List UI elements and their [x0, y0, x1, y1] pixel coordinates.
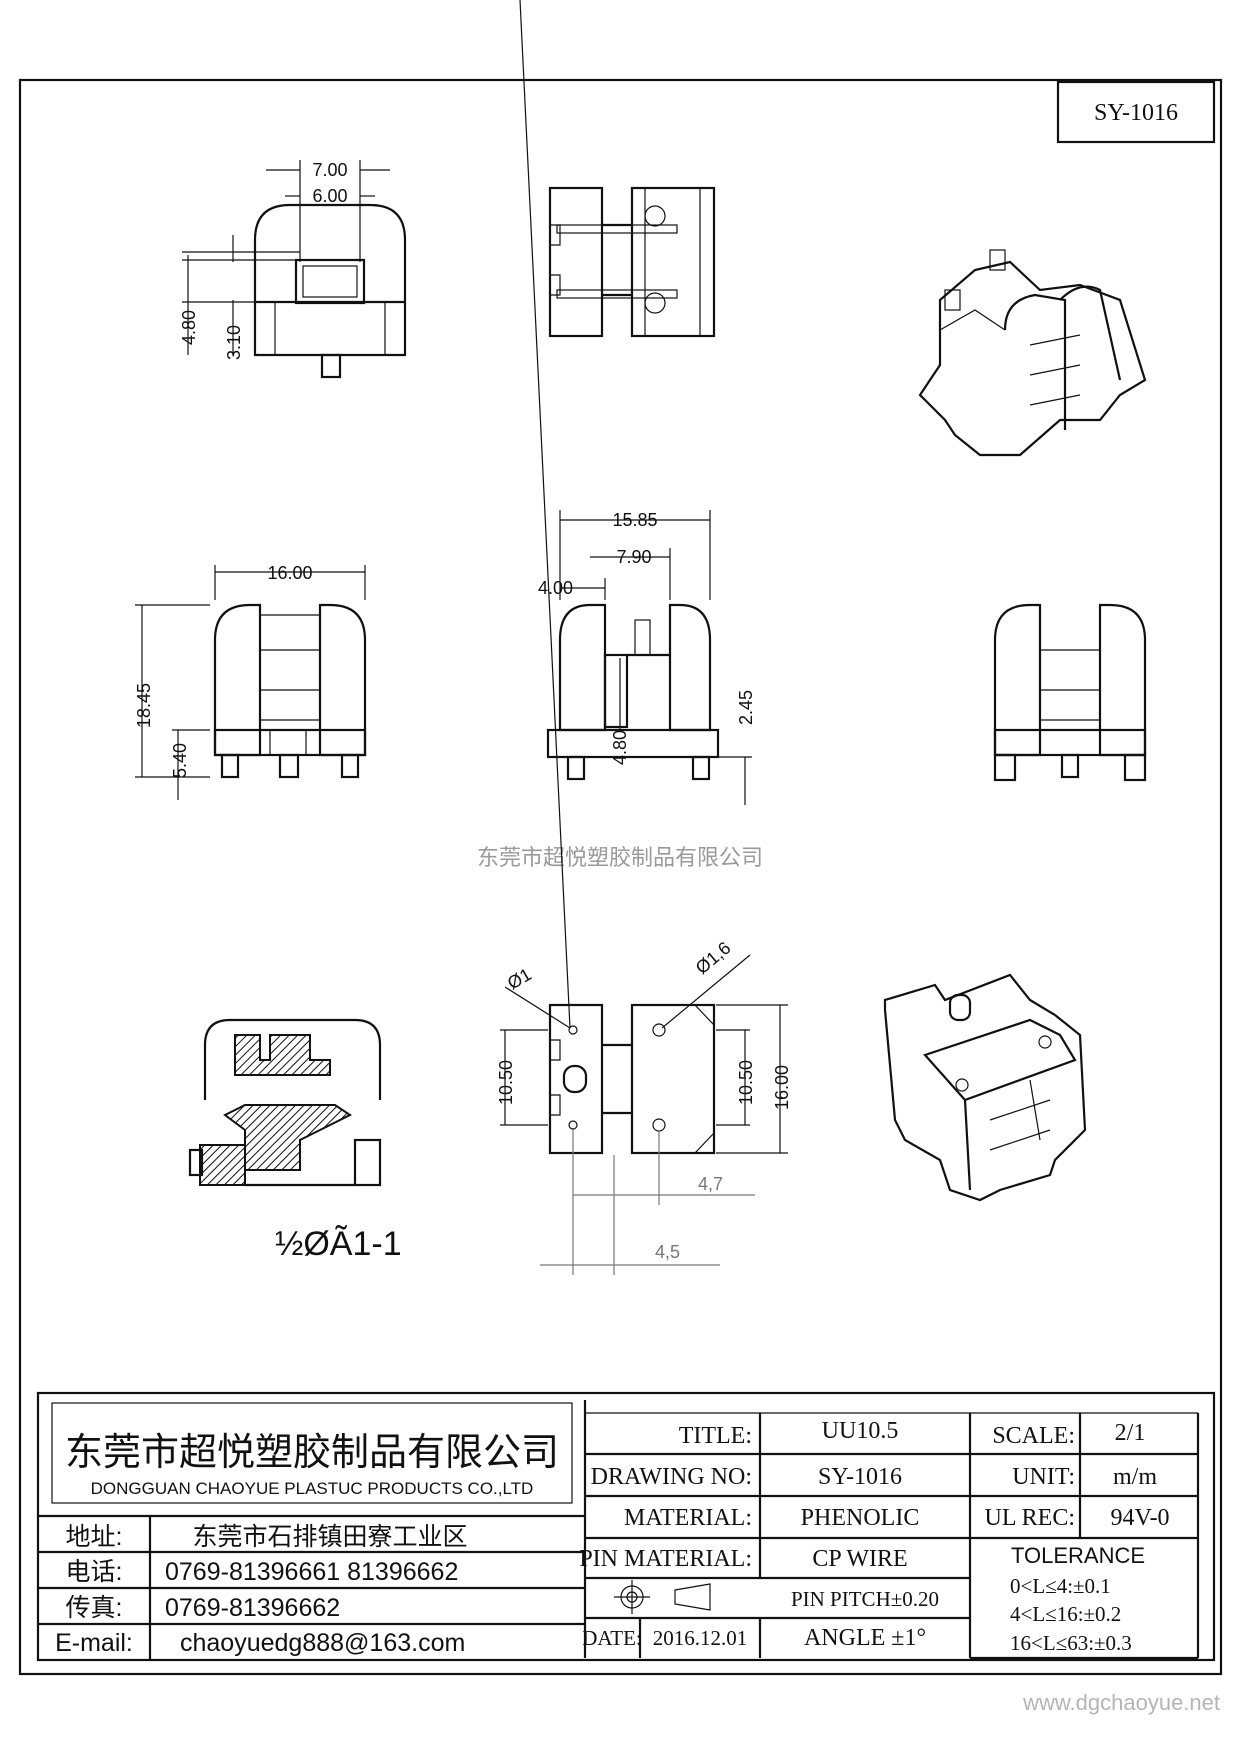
- dim-bot-h-right: 10.50: [736, 1060, 756, 1105]
- dim-bot-h-left: 10.50: [496, 1060, 516, 1105]
- material-value: PHENOLIC: [801, 1505, 920, 1531]
- phone-label: 电话:: [66, 1558, 123, 1586]
- tolerance-3: 16<L≤63:±0.3: [1010, 1631, 1132, 1655]
- pin-material-label: PIN MATERIAL:: [579, 1546, 752, 1572]
- fax-value: 0769-81396662: [165, 1594, 340, 1622]
- date-label: DATE:: [582, 1626, 642, 1650]
- top-view: [548, 186, 716, 338]
- rear-view: [993, 603, 1147, 782]
- dim-side-h2: 2.45: [736, 690, 756, 725]
- phone-value: 0769-81396661 81396662: [165, 1558, 458, 1586]
- tolerance-2: 4<L≤16:±0.2: [1010, 1602, 1121, 1626]
- dim-top-w1: 7.00: [312, 160, 347, 180]
- drawing-code-box: [1056, 80, 1216, 144]
- material-label: MATERIAL:: [624, 1505, 752, 1531]
- dim-front-h: 18.45: [134, 683, 154, 728]
- sheet-border: [18, 78, 1223, 1676]
- pin-pitch: PIN PITCH±0.20: [791, 1587, 939, 1611]
- ul-label: UL REC:: [985, 1505, 1075, 1531]
- date-value: 2016.12.01: [653, 1626, 748, 1650]
- watermark: 东莞市超悦塑胶制品有限公司: [477, 845, 763, 870]
- iso-view-top: [918, 249, 1147, 457]
- dim-front-h2: 5.40: [170, 743, 190, 778]
- scale-label: SCALE:: [992, 1423, 1075, 1449]
- dim-hole2: Ø1,6: [692, 938, 735, 978]
- unit-label: UNIT:: [1012, 1464, 1075, 1490]
- address-label: 地址:: [66, 1523, 123, 1551]
- company-cn: 东莞市超悦塑胶制品有限公司: [65, 1432, 559, 1474]
- scale-value: 2/1: [1115, 1420, 1146, 1446]
- dim-front-w: 16.00: [267, 563, 312, 583]
- fax-label: 传真:: [66, 1594, 123, 1622]
- iso-view-bottom: [883, 973, 1087, 1202]
- angle: ANGLE ±1°: [804, 1625, 926, 1651]
- dim-side-w2: 7.90: [616, 547, 651, 567]
- ul-value: 94V-0: [1110, 1505, 1169, 1531]
- pin-material-value: CP WIRE: [812, 1546, 907, 1572]
- dim-top-w2: 6.00: [312, 186, 347, 206]
- front-view: 16.00 18.45 5.40: [134, 563, 367, 800]
- drawing-no-label: DRAWING NO:: [591, 1464, 752, 1490]
- dim-bot-w2: 4,5: [655, 1242, 680, 1262]
- section-view: ½ØÃ1-1: [188, 1018, 402, 1263]
- website: www.dgchaoyue.net: [1022, 1690, 1220, 1715]
- dim-bot-h-total: 16.00: [772, 1065, 792, 1110]
- title-value: UU10.5: [822, 1418, 899, 1444]
- dim-side-w: 15.85: [612, 510, 657, 530]
- tolerance-label: TOLERANCE: [1011, 1543, 1145, 1568]
- drawing-code: SY-1016: [1094, 100, 1178, 126]
- title-label: TITLE:: [679, 1423, 752, 1449]
- tolerance-1: 0<L≤4:±0.1: [1010, 1574, 1111, 1598]
- title-block: 东莞市超悦塑胶制品有限公司 DONGGUAN CHAOYUE PLASTUC P…: [36, 1391, 1216, 1662]
- dim-bot-w1: 4,7: [698, 1174, 723, 1194]
- address-value: 东莞市石排镇田寮工业区: [192, 1523, 467, 1551]
- dim-top-h1: 4.80: [179, 310, 199, 345]
- dim-side-h: 4.80: [610, 730, 630, 765]
- drawing-no-value: SY-1016: [818, 1464, 902, 1490]
- company-en: DONGGUAN CHAOYUE PLASTUC PRODUCTS CO.,LT…: [91, 1479, 534, 1498]
- projection-symbol-icon: [614, 1580, 711, 1614]
- email-value: chaoyuedg888@163.com: [180, 1629, 465, 1657]
- top-left-view: 7.00 6.00 4.80 3.10: [179, 160, 407, 379]
- dim-side-w3: 4.00: [538, 578, 573, 598]
- section-label: ½ØÃ1-1: [275, 1225, 402, 1263]
- email-label: E-mail:: [55, 1629, 133, 1657]
- side-view: 15.85 7.90 4.00 4.80 2.45: [538, 510, 756, 805]
- bottom-view: Ø1 Ø1,6 10.50 10.50 16.00 4,7 4,5: [496, 0, 792, 1275]
- dim-top-h2: 3.10: [224, 325, 244, 360]
- unit-value: m/m: [1113, 1464, 1157, 1490]
